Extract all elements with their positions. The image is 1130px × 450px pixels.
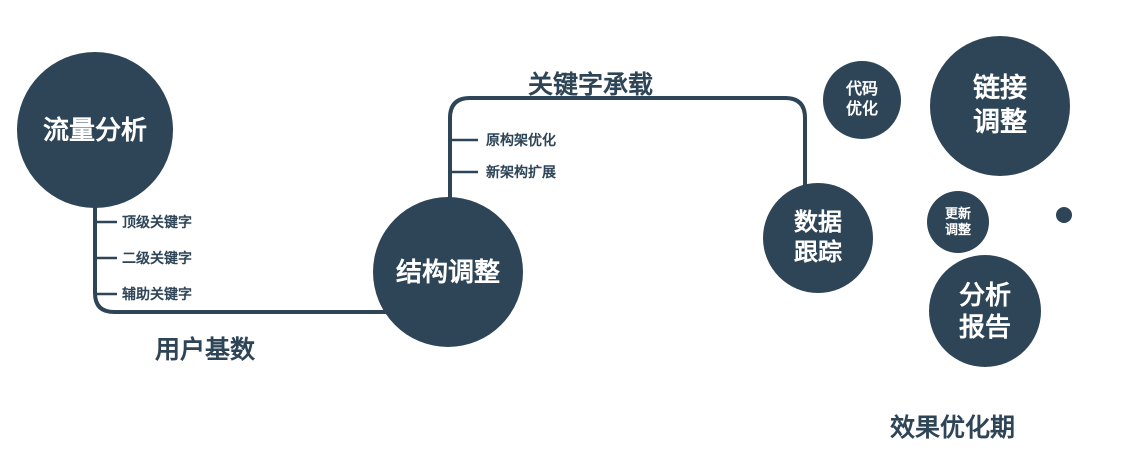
node-data-tracking-line2: 跟踪 [794, 239, 842, 266]
node-traffic-analysis: 流量分析 [17, 52, 173, 208]
node-update-adjustment-line1: 更新 [944, 205, 971, 221]
node-link-adjustment-line1: 链接 [973, 73, 1027, 104]
branch-aux-keywords: 辅助关键字 [122, 286, 192, 302]
node-structure-adjust-label: 结构调整 [395, 256, 500, 287]
node-structure-adjust: 结构调整 [373, 197, 523, 347]
node-code-optimization: 代码 优化 [823, 61, 901, 139]
connector-structure-to-tracking [448, 96, 807, 199]
node-traffic-analysis-label: 流量分析 [42, 114, 147, 145]
node-code-optimization-line1: 代码 [845, 81, 878, 98]
branch-new-framework-expand: 新架构扩展 [486, 164, 556, 180]
node-analysis-report-line2: 报告 [958, 312, 1011, 342]
branch-original-framework-opt: 原构架优化 [486, 132, 556, 148]
branch-top-keywords: 顶级关键字 [122, 214, 192, 230]
node-code-optimization-line2: 优化 [845, 101, 878, 118]
node-link-adjustment: 链接 调整 [930, 36, 1070, 176]
edge-label-user-base: 用户基数 [155, 336, 256, 364]
node-update-adjustment-line2: 调整 [944, 222, 971, 237]
node-update-adjustment: 更新 调整 [927, 191, 989, 253]
node-data-tracking: 数据 跟踪 [763, 183, 873, 293]
edge-label-keyword-carry: 关键字承载 [528, 71, 654, 99]
branch-second-keywords: 二级关键字 [122, 250, 192, 266]
footer-caption: 效果优化期 [890, 414, 1016, 442]
node-link-adjustment-line2: 调整 [973, 107, 1027, 137]
node-analysis-report-line1: 分析 [958, 279, 1011, 310]
node-analysis-report: 分析 报告 [929, 255, 1041, 367]
dot-marker [1056, 207, 1072, 223]
node-data-tracking-line1: 数据 [794, 209, 842, 236]
connector-traffic-to-structure [93, 206, 389, 314]
